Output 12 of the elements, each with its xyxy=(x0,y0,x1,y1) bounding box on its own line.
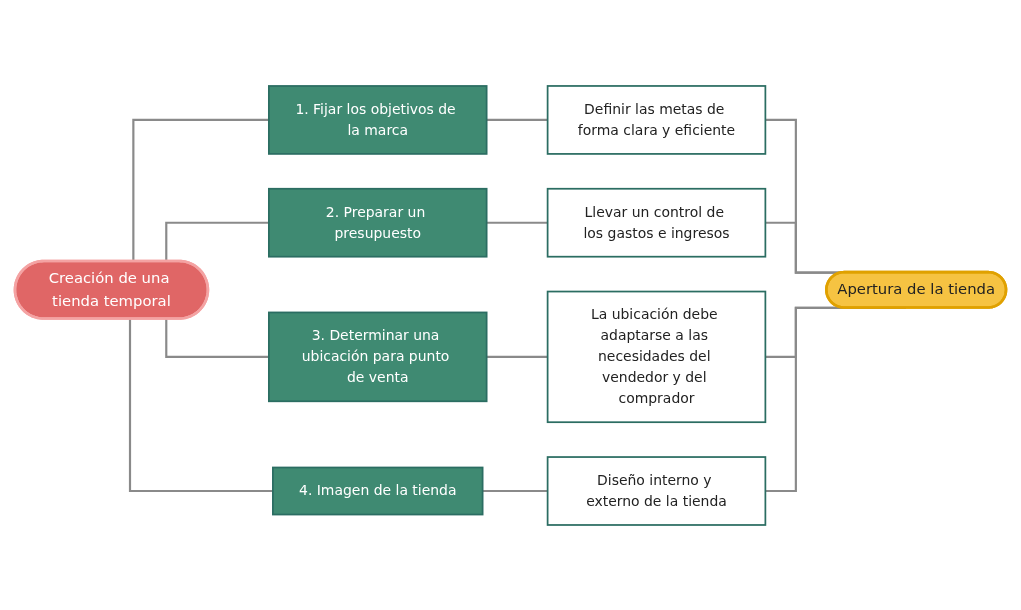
connector xyxy=(132,118,269,261)
connector xyxy=(165,221,269,261)
node-box: La ubicación debe adaptarse a las necesidades del vendedor y del comprador xyxy=(546,290,767,423)
node-box: Diseño interno y externo de la tienda xyxy=(546,455,767,526)
node-box: 3. Determinar una ubicación para punto de venta xyxy=(268,311,488,402)
connector xyxy=(128,318,273,492)
node-box: Definir las metas de forma clara y eficiente xyxy=(546,84,767,155)
node-box: 1. Fijar los objetivos de la marca xyxy=(268,84,488,155)
node-box: 4. Imagen de la tienda xyxy=(272,466,484,515)
node-box: 2. Preparar un presupuesto xyxy=(268,187,488,258)
connector xyxy=(165,318,269,358)
node-box: Llevar un control de los gastos e ingresos xyxy=(546,187,767,258)
